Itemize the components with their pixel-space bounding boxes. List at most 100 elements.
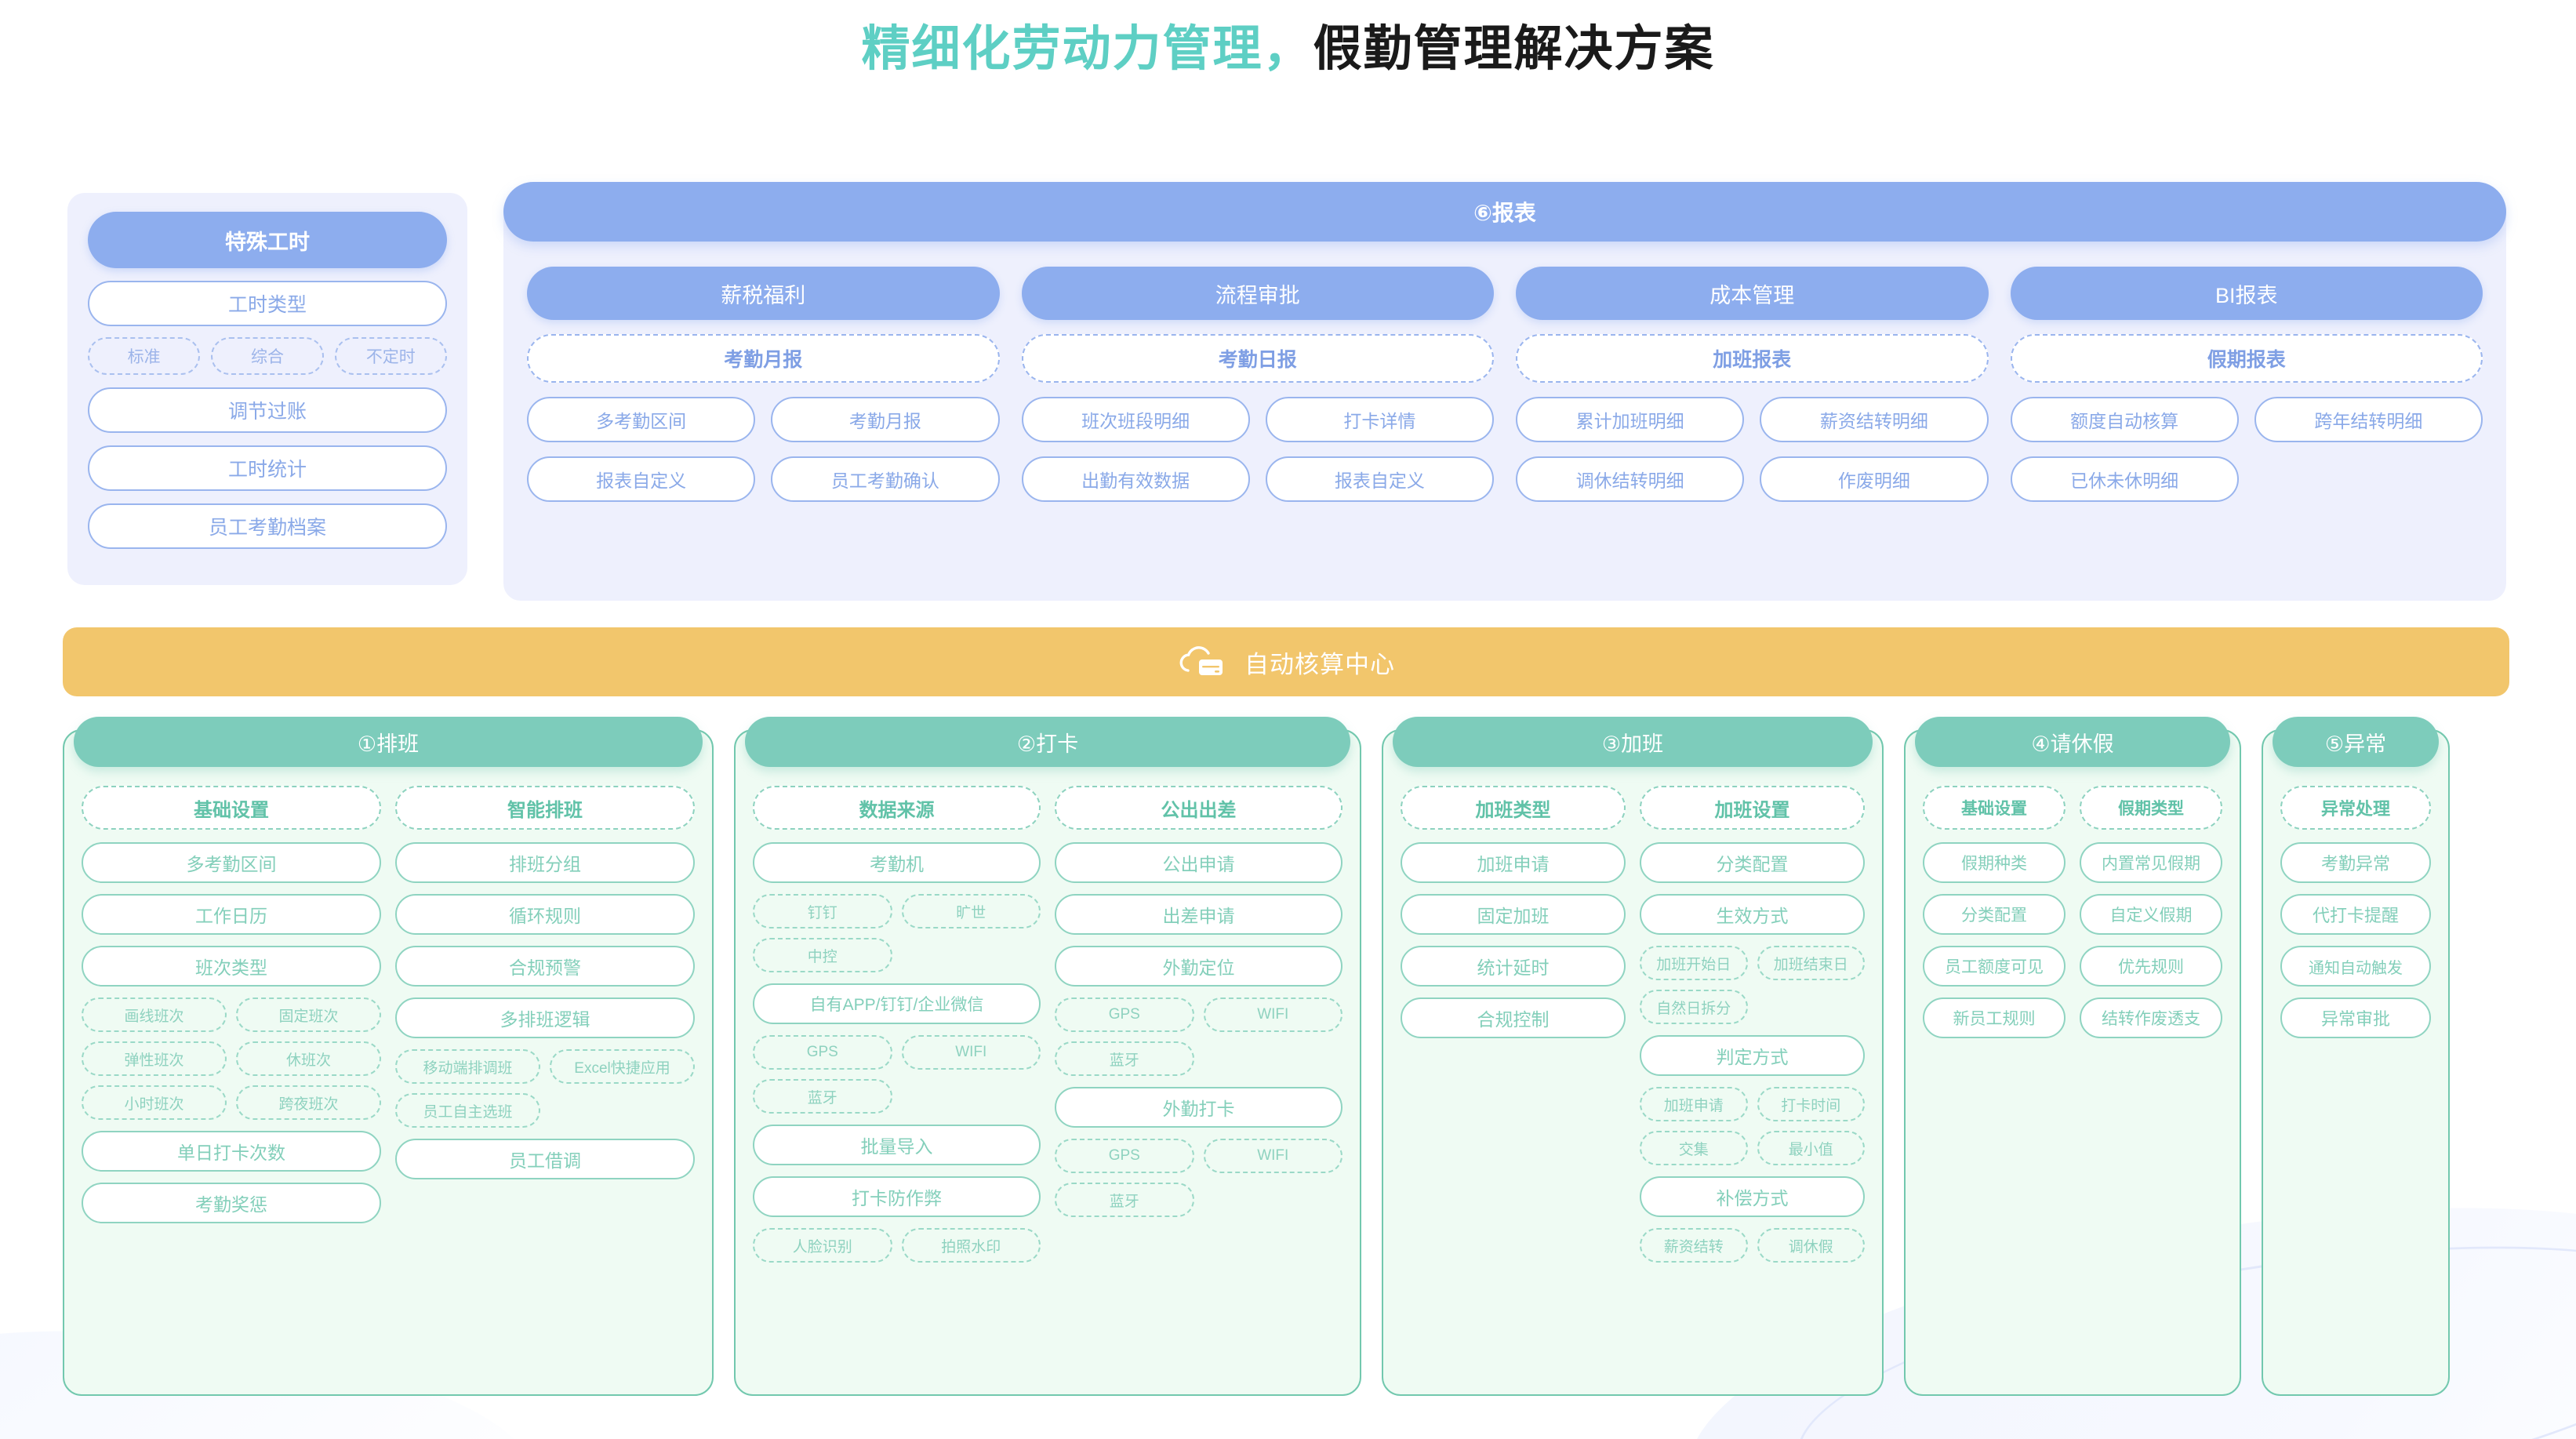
group-chip[interactable]: 跨夜班次: [236, 1085, 381, 1120]
group-chip[interactable]: 拍照水印: [901, 1228, 1041, 1263]
group-item[interactable]: 判定方式: [1640, 1035, 1865, 1076]
report-item[interactable]: 调休结转明细: [1516, 456, 1745, 502]
group-chip[interactable]: 加班开始日: [1640, 946, 1748, 980]
group-item[interactable]: 内置常见假期: [2080, 842, 2222, 883]
report-item[interactable]: 考勤月报: [771, 397, 1000, 442]
report-col-sub-3[interactable]: 假期报表: [2010, 334, 2483, 383]
group-item[interactable]: 考勤机: [753, 842, 1041, 883]
group-item[interactable]: 外勤定位: [1055, 946, 1342, 987]
auto-calc-center-bar[interactable]: 自动核算中心: [63, 627, 2509, 696]
group-item[interactable]: 合规控制: [1401, 997, 1626, 1038]
report-col-sub-2[interactable]: 加班报表: [1516, 334, 1989, 383]
group-item[interactable]: 加班申请: [1401, 842, 1626, 883]
group-chip[interactable]: 自然日拆分: [1640, 990, 1748, 1024]
group-chip[interactable]: 蓝牙: [1055, 1041, 1194, 1076]
group-chip[interactable]: 钉钉: [753, 894, 892, 928]
group-chip[interactable]: 员工自主选班: [395, 1093, 540, 1128]
group-chip[interactable]: 加班结束日: [1757, 946, 1865, 980]
group-item[interactable]: 多排班逻辑: [395, 997, 695, 1038]
group-item[interactable]: 补偿方式: [1640, 1176, 1865, 1217]
group-chip[interactable]: 蓝牙: [753, 1079, 892, 1114]
special-hours-item-员工考勤档案[interactable]: 员工考勤档案: [88, 503, 447, 549]
group-item[interactable]: 班次类型: [82, 946, 381, 987]
group-item[interactable]: 多考勤区间: [82, 842, 381, 883]
report-item[interactable]: 作废明细: [1760, 456, 1989, 502]
group-item[interactable]: 代打卡提醒: [2280, 894, 2431, 935]
group-item[interactable]: 员工借调: [395, 1139, 695, 1179]
group-item[interactable]: 循环规则: [395, 894, 695, 935]
group-chip[interactable]: 蓝牙: [1055, 1183, 1194, 1217]
group-item[interactable]: 统计延时: [1401, 946, 1626, 987]
group-chip[interactable]: 交集: [1640, 1131, 1748, 1165]
special-hours-item-调节过账[interactable]: 调节过账: [88, 387, 447, 433]
report-item[interactable]: 员工考勤确认: [771, 456, 1000, 502]
report-item[interactable]: 薪资结转明细: [1760, 397, 1989, 442]
group-item[interactable]: 分类配置: [1923, 894, 2066, 935]
group-chip[interactable]: 打卡时间: [1757, 1087, 1865, 1121]
group-chip[interactable]: 薪资结转: [1640, 1228, 1748, 1263]
group-item[interactable]: 考勤奖惩: [82, 1183, 381, 1223]
special-hours-item-工时类型[interactable]: 工时类型: [88, 281, 447, 326]
group-item[interactable]: 生效方式: [1640, 894, 1865, 935]
group-item[interactable]: 出差申请: [1055, 894, 1342, 935]
group-item[interactable]: 自定义假期: [2080, 894, 2222, 935]
report-col-sub-0[interactable]: 考勤月报: [527, 334, 1000, 383]
group-item[interactable]: 排班分组: [395, 842, 695, 883]
special-hours-type-综合[interactable]: 综合: [211, 337, 324, 375]
group-chip[interactable]: 固定班次: [236, 997, 381, 1032]
group-chip[interactable]: 加班申请: [1640, 1087, 1748, 1121]
group-item[interactable]: 外勤打卡: [1055, 1087, 1342, 1128]
group-item[interactable]: 自有APP/钉钉/企业微信: [753, 983, 1041, 1024]
group-chip[interactable]: 调休假: [1757, 1228, 1865, 1263]
report-item[interactable]: 累计加班明细: [1516, 397, 1745, 442]
group-item[interactable]: 考勤异常: [2280, 842, 2431, 883]
group-item[interactable]: 工作日历: [82, 894, 381, 935]
group-chip[interactable]: WIFI: [1203, 1139, 1342, 1173]
group-chip[interactable]: 移动端排调班: [395, 1049, 540, 1084]
special-hours-type-标准[interactable]: 标准: [88, 337, 201, 375]
group-chip[interactable]: GPS: [753, 1035, 892, 1070]
group-item[interactable]: 异常审批: [2280, 997, 2431, 1038]
report-item[interactable]: 跨年结转明细: [2254, 397, 2483, 442]
group-chip[interactable]: 人脸识别: [753, 1228, 892, 1263]
group-item[interactable]: 分类配置: [1640, 842, 1865, 883]
group-chip[interactable]: 画线班次: [82, 997, 227, 1032]
report-col-sub-1[interactable]: 考勤日报: [1021, 334, 1494, 383]
report-item[interactable]: 打卡详情: [1265, 397, 1494, 442]
group-chip[interactable]: 旷世: [901, 894, 1041, 928]
group-chip[interactable]: 中控: [753, 938, 892, 972]
group-chip[interactable]: GPS: [1055, 997, 1194, 1032]
group-item[interactable]: 固定加班: [1401, 894, 1626, 935]
special-hours-type-不定时[interactable]: 不定时: [334, 337, 447, 375]
report-item[interactable]: 报表自定义: [527, 456, 756, 502]
report-item[interactable]: 出勤有效数据: [1021, 456, 1250, 502]
group-chip[interactable]: 最小值: [1757, 1131, 1865, 1165]
group-item[interactable]: 假期种类: [1923, 842, 2066, 883]
group-item[interactable]: 合规预警: [395, 946, 695, 987]
report-item[interactable]: 报表自定义: [1265, 456, 1494, 502]
group-chip[interactable]: WIFI: [1203, 997, 1342, 1032]
report-col-head-3[interactable]: BI报表: [2010, 267, 2483, 320]
report-item[interactable]: 已休未休明细: [2010, 456, 2239, 502]
group-item[interactable]: 公出申请: [1055, 842, 1342, 883]
report-item[interactable]: 额度自动核算: [2010, 397, 2239, 442]
report-col-head-1[interactable]: 流程审批: [1021, 267, 1494, 320]
report-item[interactable]: 班次班段明细: [1021, 397, 1250, 442]
group-item[interactable]: 单日打卡次数: [82, 1131, 381, 1172]
special-hours-item-工时统计[interactable]: 工时统计: [88, 445, 447, 491]
group-chip[interactable]: 小时班次: [82, 1085, 227, 1120]
group-chip[interactable]: 弹性班次: [82, 1041, 227, 1076]
group-item[interactable]: 批量导入: [753, 1125, 1041, 1165]
report-col-head-0[interactable]: 薪税福利: [527, 267, 1000, 320]
report-item[interactable]: 多考勤区间: [527, 397, 756, 442]
group-item[interactable]: 优先规则: [2080, 946, 2222, 987]
report-col-head-2[interactable]: 成本管理: [1516, 267, 1989, 320]
group-item[interactable]: 新员工规则: [1923, 997, 2066, 1038]
group-chip[interactable]: 休班次: [236, 1041, 381, 1076]
group-chip[interactable]: GPS: [1055, 1139, 1194, 1173]
group-item[interactable]: 通知自动触发: [2280, 946, 2431, 987]
group-chip[interactable]: WIFI: [901, 1035, 1041, 1070]
group-item[interactable]: 结转作废透支: [2080, 997, 2222, 1038]
group-item[interactable]: 打卡防作弊: [753, 1176, 1041, 1217]
group-chip[interactable]: Excel快捷应用: [550, 1049, 695, 1084]
